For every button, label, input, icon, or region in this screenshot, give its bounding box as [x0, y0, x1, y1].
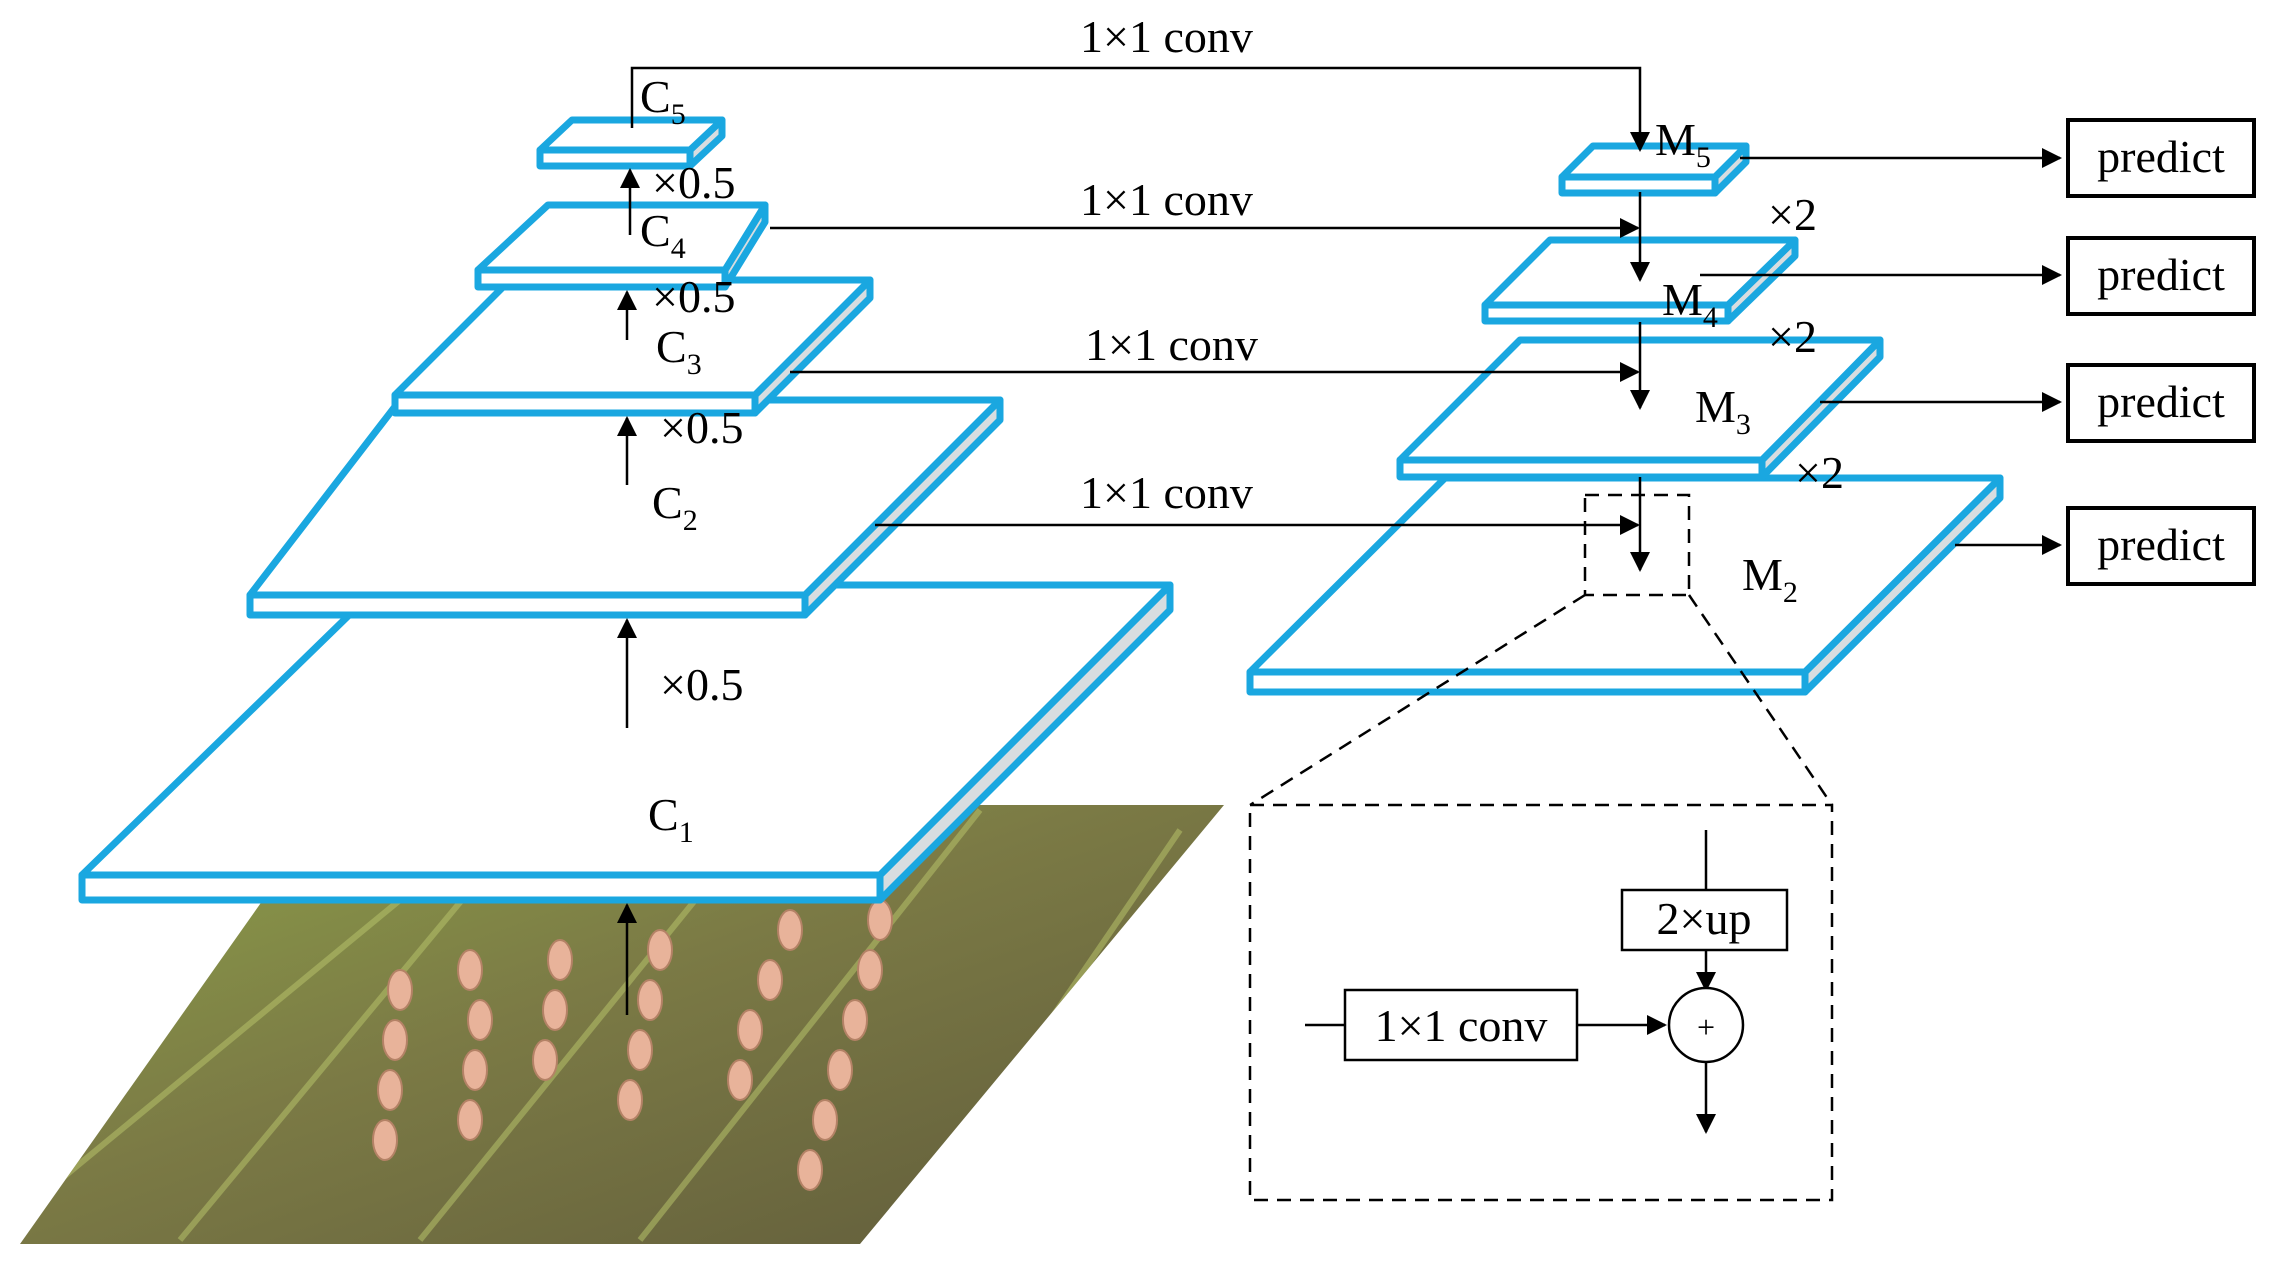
- lateral-c5-m5: [630, 66, 1650, 152]
- label-c2: C2: [652, 477, 698, 537]
- label-m3: M3: [1695, 381, 1751, 441]
- plate-m3: [1396, 336, 1884, 481]
- label-c5: C5: [640, 71, 686, 131]
- plate-m2: [1246, 474, 2004, 696]
- conv-box: 1×1 conv: [1343, 988, 1579, 1062]
- plate-c4: [474, 201, 769, 291]
- upsample-box: 2×up: [1620, 888, 1789, 952]
- label-c4: C4: [640, 205, 686, 265]
- lateral-label-c3: 1×1 conv: [1085, 319, 1258, 370]
- downsample-label-4: ×0.5: [652, 157, 735, 208]
- svg-text:predict: predict: [2097, 376, 2225, 427]
- predict-box-m2: predict: [2066, 506, 2256, 586]
- predict-box-m3: predict: [2066, 363, 2256, 443]
- label-c1: C1: [648, 789, 694, 849]
- downsample-label-1: ×0.5: [660, 659, 743, 710]
- plate-m5: [1558, 142, 1750, 197]
- svg-text:1×1 conv: 1×1 conv: [1375, 1000, 1548, 1051]
- add-node: +: [1667, 986, 1745, 1064]
- upsample-label-2: ×2: [1768, 311, 1817, 362]
- zoom-line-right: [1687, 594, 1834, 806]
- lateral-label-c4: 1×1 conv: [1080, 174, 1253, 225]
- downsample-label-2: ×0.5: [660, 402, 743, 453]
- predict-box-m5: predict: [2066, 118, 2256, 198]
- svg-text:2×up: 2×up: [1657, 893, 1752, 944]
- plate-c5: [536, 116, 726, 170]
- zoom-line-left: [1249, 593, 1586, 807]
- plate-c2: [246, 396, 1004, 619]
- svg-text:predict: predict: [2097, 519, 2225, 570]
- plate-c1: [78, 581, 1174, 904]
- label-m4: M4: [1662, 274, 1718, 334]
- lateral-label-c5: 1×1 conv: [1080, 11, 1253, 62]
- upsample-label-3: ×2: [1795, 447, 1844, 498]
- detail-panel: 2×up 1×1 conv +: [1248, 803, 1834, 1202]
- svg-text:predict: predict: [2097, 131, 2225, 182]
- svg-text:+: +: [1697, 1009, 1715, 1045]
- upsample-label-1: ×2: [1768, 189, 1817, 240]
- label-m5: M5: [1655, 114, 1711, 174]
- plate-c3: [391, 276, 874, 417]
- downsample-label-3: ×0.5: [652, 271, 735, 322]
- svg-text:predict: predict: [2097, 249, 2225, 300]
- label-c3: C3: [656, 321, 702, 381]
- zoom-region: [1583, 493, 1691, 597]
- label-m2: M2: [1742, 549, 1798, 609]
- lateral-label-c2: 1×1 conv: [1080, 467, 1253, 518]
- predict-box-m4: predict: [2066, 236, 2256, 316]
